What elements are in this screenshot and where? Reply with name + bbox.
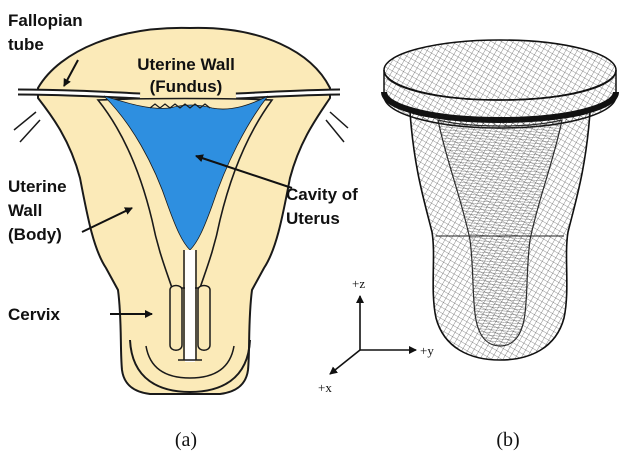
cervix-plug-right: [198, 286, 210, 351]
axis-x: [330, 350, 360, 374]
caption-b: (b): [496, 429, 519, 451]
label-body-3: (Body): [8, 225, 62, 244]
label-fundus-2: (Fundus): [150, 77, 223, 96]
caption-a: (a): [175, 429, 197, 451]
ligament-left: [14, 112, 40, 142]
label-cavity-1: Cavity of: [286, 185, 358, 204]
axis-y-label: +y: [420, 343, 434, 358]
label-fundus-1: Uterine Wall: [137, 55, 235, 74]
label-cervix: Cervix: [8, 305, 61, 324]
label-body-2: Wall: [8, 201, 42, 220]
coordinate-axes: +z +y +x: [318, 276, 434, 395]
mesh-model: [384, 40, 616, 360]
uterus-diagram: Fallopian tube Uterine Wall (Fundus) Cav…: [8, 11, 358, 394]
label-fallopian-1: Fallopian: [8, 11, 83, 30]
label-cavity-2: Uterus: [286, 209, 340, 228]
cervix-plug-left: [170, 286, 182, 351]
axis-z-label: +z: [352, 276, 365, 291]
label-fallopian-2: tube: [8, 35, 44, 54]
label-body-1: Uterine: [8, 177, 67, 196]
cervical-canal-lumen: [185, 250, 195, 362]
axis-x-label: +x: [318, 380, 332, 395]
mesh-flange-top: [384, 40, 616, 100]
ligament-right: [326, 112, 348, 142]
